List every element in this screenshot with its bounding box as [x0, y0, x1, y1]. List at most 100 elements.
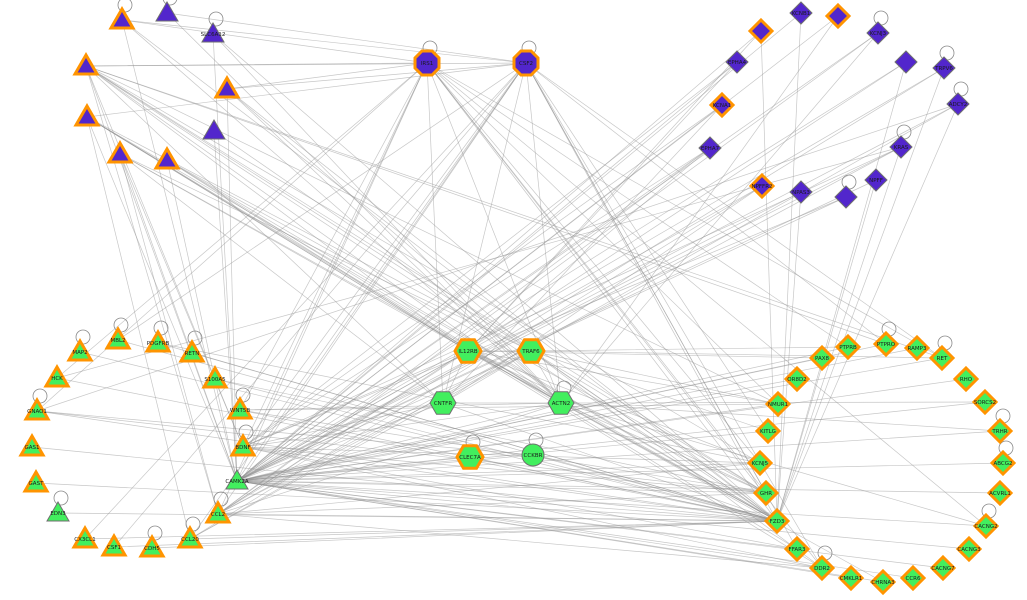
diamond-node-shape[interactable]	[752, 479, 780, 507]
diamond-node-shape[interactable]	[955, 535, 983, 563]
diamond-node-shape[interactable]	[747, 17, 775, 45]
triangle-node-shape[interactable]	[201, 22, 225, 43]
node-CDH5[interactable]: CDH5	[138, 534, 166, 558]
diamond-node-shape[interactable]	[783, 365, 811, 393]
triangle-node-shape[interactable]	[18, 433, 46, 457]
node-KCNB1[interactable]: KCNB1	[789, 1, 813, 25]
node-RHO[interactable]: RHO	[952, 365, 980, 393]
node-KCNJ3[interactable]: KCNJ3	[866, 21, 890, 45]
triangle-node-shape[interactable]	[201, 365, 229, 389]
node-t2[interactable]	[155, 1, 179, 22]
hexagon-node-shape[interactable]	[455, 444, 485, 470]
triangle-node-shape[interactable]	[225, 469, 249, 490]
diamond-node-shape[interactable]	[783, 535, 811, 563]
hexagon-node-shape[interactable]	[547, 391, 575, 415]
node-CSF2[interactable]: CSF2	[512, 49, 540, 77]
diamond-node-shape[interactable]	[946, 92, 970, 116]
diamond-node-shape[interactable]	[899, 564, 927, 592]
diamond-node-shape[interactable]	[928, 344, 956, 372]
node-d14[interactable]	[834, 185, 858, 209]
node-d1[interactable]	[747, 17, 775, 45]
node-EPHA4[interactable]: EPHA4	[725, 50, 749, 74]
node-GNAO1[interactable]: GNAO1	[23, 397, 51, 421]
node-t1[interactable]	[108, 6, 136, 30]
triangle-node-shape[interactable]	[144, 329, 172, 353]
node-t9[interactable]	[153, 146, 181, 170]
node-CACNG7[interactable]: CACNG7	[929, 554, 957, 582]
diamond-node-shape[interactable]	[986, 417, 1014, 445]
triangle-node-shape[interactable]	[106, 140, 134, 164]
node-FFAR3[interactable]: FFAR3	[783, 535, 811, 563]
diamond-node-shape[interactable]	[725, 50, 749, 74]
circle-node-shape[interactable]	[521, 443, 545, 467]
node-GAST[interactable]: GAST	[22, 469, 50, 493]
triangle-node-shape[interactable]	[202, 119, 226, 140]
octagon-node-shape[interactable]	[413, 49, 441, 77]
node-t5[interactable]	[213, 75, 241, 99]
node-PDGFRB[interactable]: PDGFRB	[144, 329, 172, 353]
node-CNTFR[interactable]: CNTFR	[429, 391, 457, 415]
node-ADCY2[interactable]: ADCY2	[946, 92, 970, 116]
triangle-node-shape[interactable]	[153, 146, 181, 170]
triangle-node-shape[interactable]	[23, 397, 51, 421]
node-ABCG2[interactable]: ABCG2	[989, 449, 1017, 477]
node-PAX8[interactable]: PAX8	[808, 344, 836, 372]
triangle-node-shape[interactable]	[104, 326, 132, 350]
hexagon-node-shape[interactable]	[516, 338, 546, 364]
hexagon-node-shape[interactable]	[429, 391, 457, 415]
diamond-node-shape[interactable]	[952, 365, 980, 393]
diamond-node-shape[interactable]	[903, 334, 931, 362]
node-TRPV6[interactable]: TRPV6	[932, 56, 956, 80]
node-d6[interactable]	[894, 50, 918, 74]
hexagon-node-shape[interactable]	[453, 338, 483, 364]
node-CCR6[interactable]: CCR6	[899, 564, 927, 592]
triangle-node-shape[interactable]	[72, 52, 100, 76]
triangle-node-shape[interactable]	[229, 433, 257, 457]
diamond-node-shape[interactable]	[869, 568, 897, 596]
node-NPFFR2[interactable]: NPFFR2	[748, 172, 776, 200]
node-DDR2[interactable]: DDR2	[808, 554, 836, 582]
triangle-node-shape[interactable]	[71, 525, 99, 549]
diamond-node-shape[interactable]	[834, 185, 858, 209]
diamond-node-shape[interactable]	[864, 168, 888, 192]
triangle-node-shape[interactable]	[226, 396, 254, 420]
node-SLC6A12[interactable]: SLC6A12	[201, 22, 226, 43]
diamond-node-shape[interactable]	[971, 388, 999, 416]
node-CACNG2[interactable]: CACNG2	[972, 512, 1000, 540]
diamond-node-shape[interactable]	[789, 180, 813, 204]
node-t8[interactable]	[106, 140, 134, 164]
node-MAP2[interactable]: MAP2	[66, 338, 94, 362]
diamond-node-shape[interactable]	[834, 333, 862, 361]
diamond-node-shape[interactable]	[789, 1, 813, 25]
diamond-node-shape[interactable]	[808, 554, 836, 582]
node-KRAS[interactable]: KRAS	[889, 135, 913, 159]
node-GAS1[interactable]: GAS1	[18, 433, 46, 457]
octagon-node-shape[interactable]	[512, 49, 540, 77]
node-t7[interactable]	[202, 119, 226, 140]
triangle-node-shape[interactable]	[204, 500, 232, 524]
node-t6[interactable]	[73, 103, 101, 127]
triangle-node-shape[interactable]	[108, 6, 136, 30]
node-CHRNA3[interactable]: CHRNA3	[869, 568, 897, 596]
node-IRS1[interactable]: IRS1	[413, 49, 441, 77]
diamond-node-shape[interactable]	[986, 479, 1014, 507]
triangle-node-shape[interactable]	[178, 339, 206, 363]
diamond-node-shape[interactable]	[929, 554, 957, 582]
diamond-node-shape[interactable]	[972, 512, 1000, 540]
diamond-node-shape[interactable]	[708, 91, 736, 119]
diamond-node-shape[interactable]	[748, 172, 776, 200]
diamond-node-shape[interactable]	[894, 50, 918, 74]
node-t4[interactable]	[72, 52, 100, 76]
triangle-node-shape[interactable]	[100, 533, 128, 557]
node-CCL2[interactable]: CCL2	[204, 500, 232, 524]
diamond-node-shape[interactable]	[889, 135, 913, 159]
diamond-node-shape[interactable]	[754, 417, 782, 445]
node-KCNA1[interactable]: KCNA1	[708, 91, 736, 119]
triangle-node-shape[interactable]	[213, 75, 241, 99]
node-HCK[interactable]: HCK	[43, 364, 71, 388]
node-ACVRL1[interactable]: ACVRL1	[986, 479, 1014, 507]
diamond-node-shape[interactable]	[866, 21, 890, 45]
node-CLEC7A[interactable]: CLEC7A	[455, 444, 485, 470]
node-NPAS3[interactable]: NPAS3	[789, 180, 813, 204]
